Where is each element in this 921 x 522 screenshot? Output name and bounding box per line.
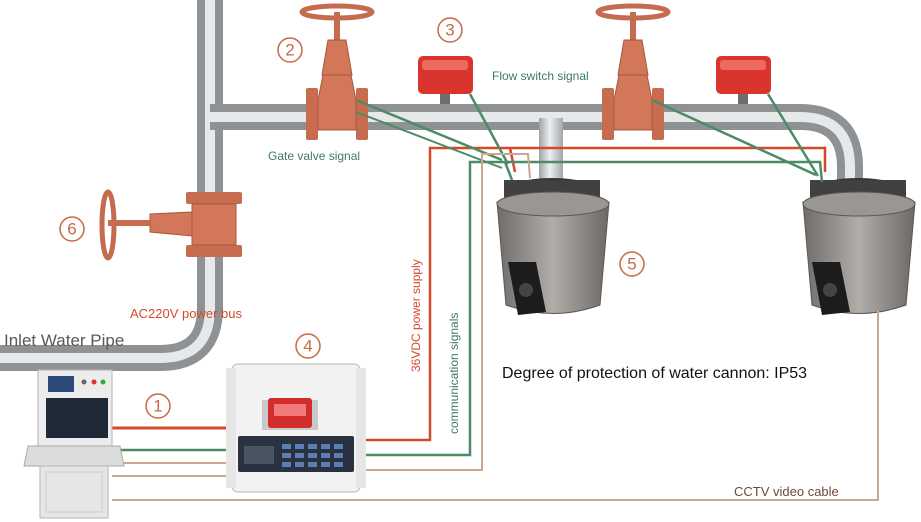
callout-4: 4 (295, 333, 321, 359)
wiring (112, 93, 879, 501)
controller-box-icon (226, 363, 366, 493)
pipe-network (0, 0, 863, 371)
comm-signals-label: communication signals (447, 313, 461, 434)
power-bus-label: AC220V power bus (130, 306, 243, 321)
flow-switch-icon (418, 56, 473, 104)
gate-valve-signal-line (355, 98, 503, 162)
inlet-pipe-label: Inlet Water Pipe (4, 331, 124, 350)
protection-label: Degree of protection of water cannon: IP… (502, 365, 807, 382)
comm-signal-line (360, 160, 824, 457)
flow-switch-icon (716, 56, 771, 104)
cctv-cable-line (112, 153, 879, 501)
gate-valve-signal-label: Gate valve signal (268, 149, 360, 163)
water-cannon-icon (802, 178, 916, 315)
console-icon (23, 369, 125, 519)
gate-valve-icon (595, 3, 671, 140)
callout-1: 1 (145, 393, 171, 419)
callout-4-number: 4 (303, 337, 312, 356)
callout-1-number: 1 (153, 397, 162, 416)
callout-2-number: 2 (285, 41, 294, 60)
branch-pipe (539, 118, 563, 188)
inlet-pipe (0, 0, 223, 371)
callout-6: 6 (59, 216, 85, 242)
cctv-cable-label: CCTV video cable (734, 484, 839, 499)
gate-valve-icon (99, 189, 242, 261)
callout-5-number: 5 (627, 255, 636, 274)
flow-switch-signal-label: Flow switch signal (492, 69, 589, 83)
water-cannon-icon (496, 178, 610, 315)
callout-3: 3 (437, 17, 463, 43)
callout-3-number: 3 (445, 21, 454, 40)
callout-5: 5 (619, 251, 645, 277)
gate-valve-icon (299, 3, 375, 140)
vdc-supply-label: 36VDC power supply (409, 259, 423, 372)
callout-2: 2 (277, 37, 303, 63)
flow-switch-signal-line (468, 93, 510, 165)
dc-power-line (360, 146, 827, 442)
callout-6-number: 6 (67, 220, 76, 239)
